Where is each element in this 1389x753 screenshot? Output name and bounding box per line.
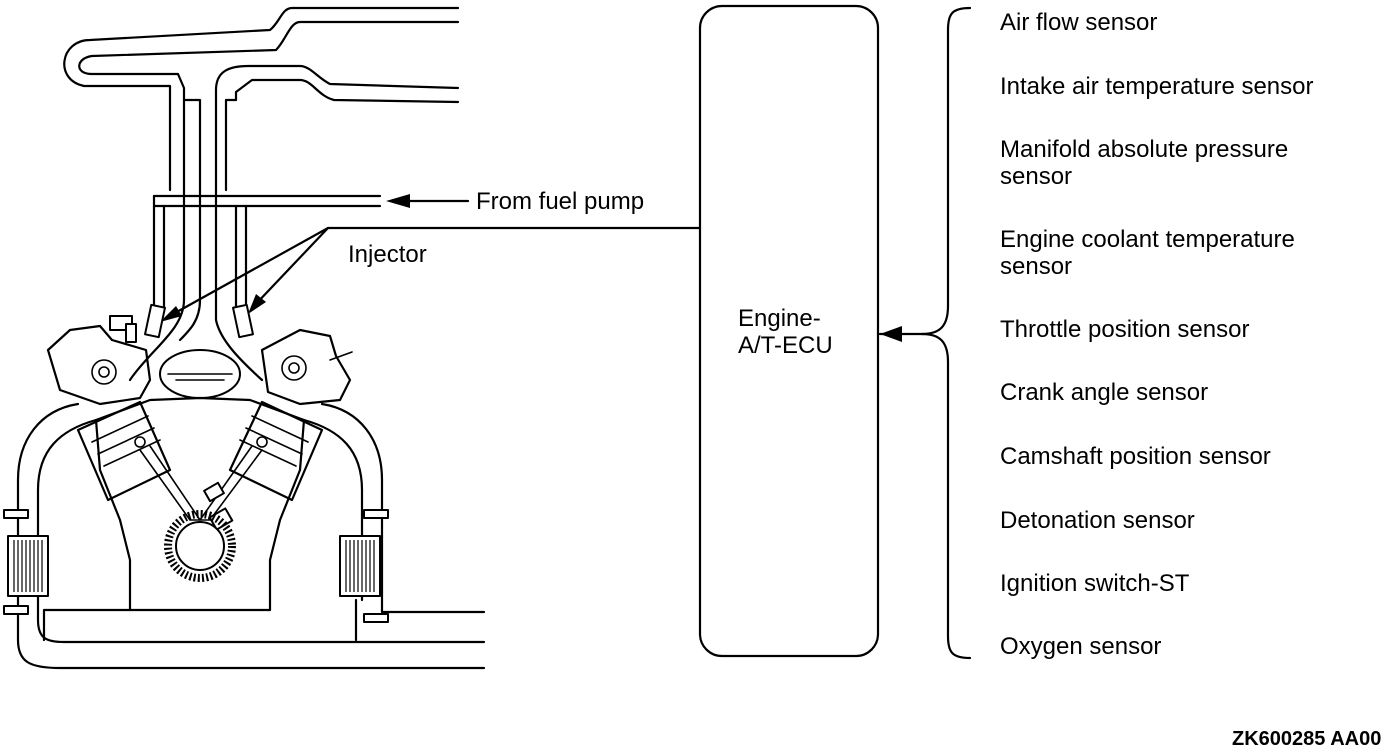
- injector-label: Injector: [348, 241, 427, 268]
- sensor-label-map: Manifold absolute pressure sensor: [1000, 136, 1288, 190]
- figure-id: ZK600285 AA00: [1232, 728, 1381, 750]
- sensor-label-detonation: Detonation sensor: [1000, 507, 1195, 534]
- sensor-label-ignition-switch: Ignition switch-ST: [1000, 570, 1189, 597]
- sensor-brace: [880, 8, 970, 658]
- sensor-label-coolant-temp: Engine coolant temperature sensor: [1000, 226, 1295, 280]
- sensor-label-oxygen: Oxygen sensor: [1000, 633, 1161, 660]
- engine-block: [48, 326, 352, 610]
- sensor-label-throttle-position: Throttle position sensor: [1000, 316, 1249, 343]
- sensor-label-intake-air-temp: Intake air temperature sensor: [1000, 73, 1314, 100]
- from-fuel-pump-label: From fuel pump: [476, 188, 644, 215]
- exhaust-system: [4, 404, 484, 668]
- sensor-label-air-flow: Air flow sensor: [1000, 9, 1157, 36]
- sensor-label-crank-angle: Crank angle sensor: [1000, 379, 1208, 406]
- ecu-label: Engine- A/T-ECU: [738, 305, 848, 359]
- fuel-pump-arrow: [386, 194, 468, 208]
- sensor-label-camshaft-position: Camshaft position sensor: [1000, 443, 1271, 470]
